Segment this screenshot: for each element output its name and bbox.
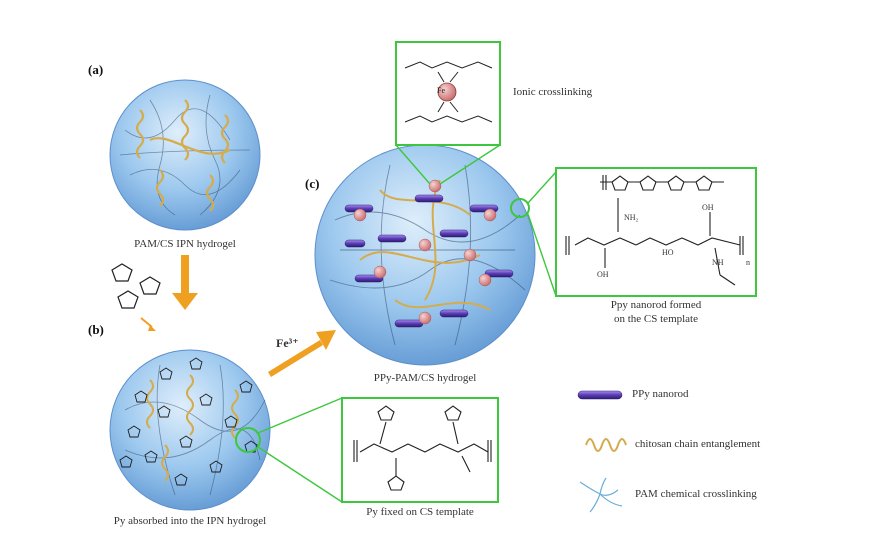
caption-ionic-crosslinking: Ionic crosslinking	[513, 86, 593, 98]
caption-a: PAM/CS IPN hydrogel	[134, 238, 236, 250]
legend-chitosan-label: chitosan chain entanglement	[635, 438, 761, 450]
pyrrole-monomers	[111, 263, 161, 331]
panel-label-b: (b)	[88, 322, 104, 337]
caption-ppy-formed-line1: Ppy nanorod formed	[610, 299, 702, 311]
pam-crosslink-icon	[579, 477, 623, 513]
reagent-fe3: Fe³⁺	[276, 336, 299, 350]
ho-label: HO	[662, 248, 674, 257]
repeat-n-label: n	[746, 258, 750, 267]
panel-label-a: (a)	[88, 62, 104, 77]
legend-pam-label: PAM chemical crosslinking	[635, 488, 757, 500]
chitosan-chain-icon	[585, 438, 627, 452]
ppy-nanorod-icon	[577, 390, 623, 400]
fe-atom-label: Fe	[437, 86, 445, 95]
zoom-connectors	[257, 144, 557, 503]
nh2-label: NH₂	[624, 213, 639, 222]
legend-ppy-nanorod-label: PPy nanorod	[632, 388, 689, 400]
oh-label: OH	[702, 203, 714, 212]
caption-c: PPy-PAM/CS hydrogel	[373, 372, 477, 384]
sphere-c-ppy-pam-cs-hydrogel	[314, 144, 536, 366]
ppy-on-cs-template-box	[555, 167, 757, 297]
sphere-a-pam-cs-hydrogel	[109, 79, 261, 231]
panel-label-c: (c)	[305, 176, 320, 191]
arrow-a-to-b	[172, 255, 198, 310]
caption-b: Py absorbed into the IPN hydrogel	[113, 515, 267, 527]
oh-label-2: OH	[597, 270, 609, 279]
nh-label: NH	[712, 258, 724, 267]
sphere-b-py-absorbed	[109, 349, 271, 511]
py-fixed-on-cs-box	[341, 397, 499, 503]
ionic-crosslinking-box	[395, 41, 501, 146]
caption-py-fixed: Py fixed on CS template	[366, 506, 474, 518]
fe3-reaction-arrow	[268, 330, 336, 377]
caption-ppy-formed-line2: on the CS template	[613, 313, 698, 325]
